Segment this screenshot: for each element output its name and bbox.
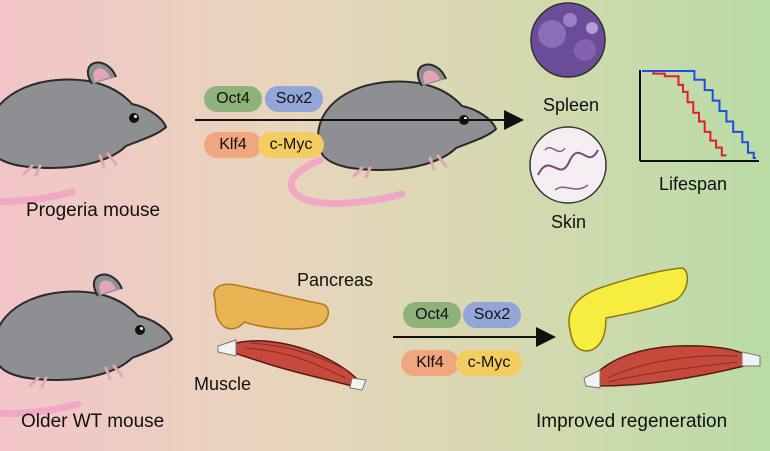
factor-klf4-bottom: Klf4 (401, 350, 459, 376)
factor-sox2-bottom: Sox2 (463, 302, 521, 328)
factor-oct4-top: Oct4 (204, 86, 262, 112)
factor-label: c-Myc (269, 136, 313, 153)
older-wt-mouse-label: Older WT mouse (21, 411, 165, 432)
factor-klf4-top: Klf4 (204, 132, 262, 158)
treated-progeria-mouse (291, 65, 496, 204)
muscle-label: Muscle (194, 374, 252, 394)
spleen-histology (530, 2, 606, 78)
factor-cmyc-bottom: c-Myc (456, 350, 522, 376)
progeria-mouse (0, 63, 166, 202)
pancreas-aged (213, 283, 330, 330)
factor-label: Klf4 (416, 354, 444, 371)
factor-label: Sox2 (473, 306, 511, 323)
lifespan-chart (639, 70, 759, 162)
factor-sox2-top: Sox2 (265, 86, 323, 112)
factor-label: Oct4 (216, 90, 250, 107)
factor-cmyc-top: c-Myc (258, 132, 324, 158)
skin-histology (529, 126, 607, 204)
pancreas-label: Pancreas (297, 270, 374, 290)
factor-label: Oct4 (415, 306, 449, 323)
control-survival-curve (642, 70, 727, 157)
progeria-mouse-label: Progeria mouse (26, 200, 161, 221)
factor-oct4-bottom: Oct4 (403, 302, 461, 328)
older-wt-mouse (0, 275, 172, 414)
improved-regeneration-label: Improved regeneration (536, 411, 728, 432)
muscle-aged (217, 339, 367, 391)
factor-label: Sox2 (275, 90, 313, 107)
lifespan-label: Lifespan (659, 174, 728, 194)
treated-survival-curve (642, 70, 756, 159)
factor-label: c-Myc (467, 354, 511, 371)
factor-label: Klf4 (219, 136, 247, 153)
skin-label: Skin (551, 212, 587, 232)
muscle-regenerated (583, 344, 761, 389)
pancreas-regenerated (568, 267, 689, 352)
spleen-label: Spleen (543, 95, 600, 115)
